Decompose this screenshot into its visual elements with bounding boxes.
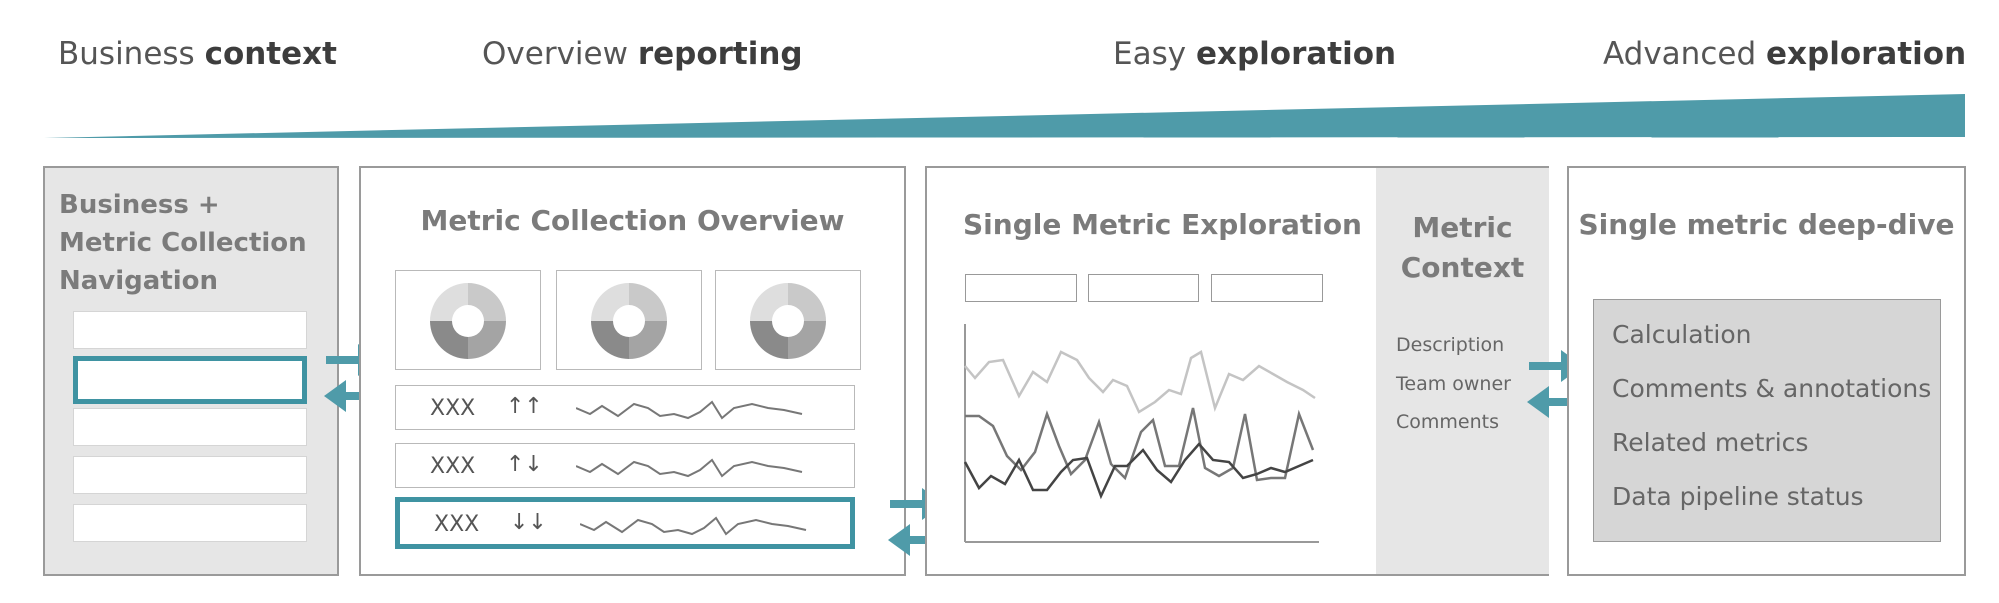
donut-chart-icon [750,283,826,359]
exchange-arrows-exploration-deepdive [1527,350,1583,418]
donut-chart-icon [430,283,506,359]
series-line-medium [965,407,1315,482]
context-panel: Metric Context Description Team owner Co… [1376,168,1549,574]
deep-dive-item-related-metrics[interactable]: Related metrics [1612,428,1809,457]
donut-card[interactable] [556,270,702,370]
overview-panel: Metric Collection Overview [359,166,906,576]
deep-dive-panel-title: Single metric deep-dive [1578,208,1955,241]
stage-label-overview-reporting: Overview reporting [482,36,803,72]
nav-item[interactable] [73,456,307,494]
exploration-panel-title: Single Metric Exploration [963,208,1362,241]
line-chart-illustration [963,324,1319,543]
exploration-panel: Single Metric Exploration Metric Context… [925,166,1549,576]
context-item-description[interactable]: Description [1396,334,1505,356]
nav-item-selected[interactable] [73,356,307,404]
series-line-dark [963,442,1314,500]
donut-card[interactable] [395,270,541,370]
trend-arrows: ↓↓ [510,510,547,535]
wedge-shape [44,94,1965,138]
metric-row[interactable]: XXX ↑↑ [395,385,855,430]
deep-dive-panel: Single metric deep-dive Calculation Comm… [1567,166,1966,576]
overview-panel-title: Metric Collection Overview [420,204,845,237]
context-title-line-1: Metric [1412,211,1513,244]
stage-label-advanced-exploration: Advanced exploration [1603,36,1967,72]
stage-label-business-context: Business context [58,36,337,72]
context-title-line-2: Context [1400,251,1525,284]
metric-row[interactable]: XXX ↑↓ [395,443,855,488]
deep-dive-item-calculation[interactable]: Calculation [1612,320,1752,349]
donut-card[interactable] [715,270,861,370]
sparkline-icon [576,400,803,420]
sparkline-icon [580,516,807,536]
series-line-light [964,350,1316,414]
context-item-comments[interactable]: Comments [1396,411,1499,433]
navigation-panel: Business + Metric Collection Navigation [43,166,339,576]
deep-dive-item-data-pipeline-status[interactable]: Data pipeline status [1612,482,1864,511]
nav-item[interactable] [73,504,307,542]
nav-title-line-2: Metric Collection [59,228,307,258]
nav-title-line-1: Business + [59,190,220,220]
nav-item[interactable] [73,311,307,349]
deep-dive-list: Calculation Comments & annotations Relat… [1593,299,1941,542]
metric-row-label: XXX [430,396,476,421]
trend-arrows: ↑↓ [506,452,543,477]
navigation-panel-title: Business + Metric Collection Navigation [59,186,307,300]
filter-box[interactable] [965,274,1077,302]
nav-item[interactable] [73,408,307,446]
filter-box[interactable] [1088,274,1199,302]
progression-wedge [44,94,1965,138]
metric-row-label: XXX [430,454,476,479]
metric-row-selected[interactable]: XXX ↓↓ [395,497,855,549]
context-item-team-owner[interactable]: Team owner [1396,373,1511,395]
sparkline-icon [576,458,803,478]
metric-row-label: XXX [434,512,480,537]
context-panel-title: Metric Context [1376,208,1549,288]
filter-box[interactable] [1211,274,1323,302]
nav-title-line-3: Navigation [59,266,219,296]
donut-chart-icon [591,283,667,359]
deep-dive-item-comments-annotations[interactable]: Comments & annotations [1612,374,1932,403]
trend-arrows: ↑↑ [506,394,543,419]
stage-label-easy-exploration: Easy exploration [1113,36,1397,72]
